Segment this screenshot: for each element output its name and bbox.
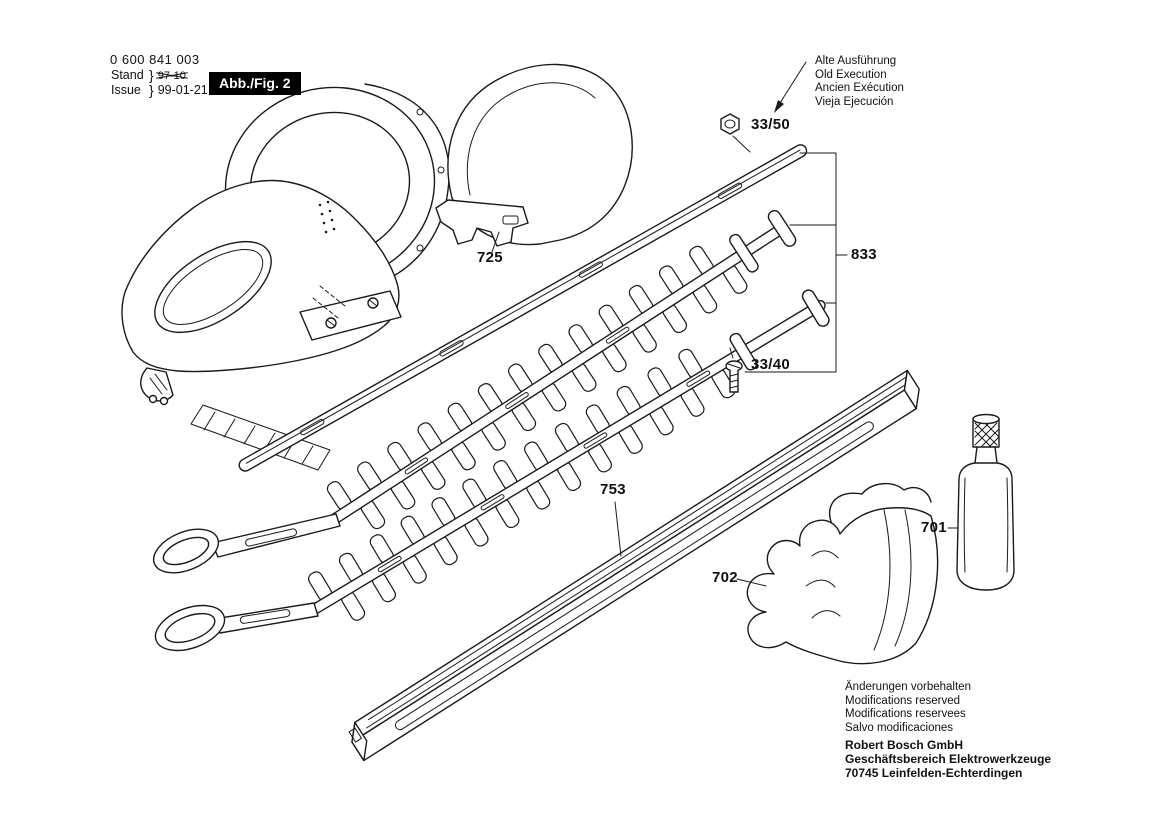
stand-old-issue: 97-10: [157, 70, 186, 82]
callout-33-50: 33/50: [751, 116, 791, 133]
note-line-en: Old Execution: [815, 68, 887, 81]
callout-833: 833: [851, 246, 877, 263]
company-city: 70745 Leinfelden-Echterdingen: [845, 766, 1023, 780]
callout-33-40: 33/40: [751, 356, 791, 373]
company-name: Robert Bosch GmbH: [845, 738, 964, 752]
company-division: Geschäftsbereich Elektrowerkzeuge: [845, 752, 1052, 766]
trimmer-body: [121, 179, 402, 471]
stand-brace: }: [149, 67, 154, 83]
hand-guard: [435, 63, 633, 253]
leader-702: [736, 578, 767, 587]
stand-row: Stand } 97-10: [111, 68, 208, 83]
notice-es: Salvo modificaciones: [845, 721, 954, 734]
oil-bottle: [956, 413, 1015, 591]
bracket-833: [744, 152, 848, 373]
footer-block: Änderungen vorbehalten Modifications res…: [845, 681, 1051, 780]
note-line-de: Alte Ausführung: [815, 55, 897, 67]
note-line-es: Vieja Ejecución: [815, 95, 894, 108]
callout-753: 753: [600, 481, 626, 498]
stand-label: Stand: [111, 68, 144, 82]
notice-de: Änderungen vorbehalten: [845, 681, 971, 693]
callout-702: 702: [712, 569, 738, 586]
gloves: [746, 483, 939, 665]
old-execution-arrow: [774, 61, 807, 113]
issue-label: Issue: [111, 83, 141, 97]
blade-guide-rail: [238, 144, 808, 472]
blade-handle-lower: [154, 602, 319, 652]
leader-753: [614, 501, 622, 557]
vent-dots: [318, 200, 336, 234]
callout-701: 701: [921, 519, 947, 536]
callout-725: 725: [477, 249, 503, 266]
part-number: 0 600 841 003: [110, 52, 200, 67]
blade-guard-bar: [348, 369, 920, 762]
notice-en: Modifications reserved: [845, 694, 961, 707]
issue-date: 99-01-21: [157, 83, 208, 97]
old-execution-note: Alte Ausführung Old Execution Ancien Exé…: [815, 55, 904, 109]
notice-fr: Modifications reservees: [845, 708, 966, 720]
issue-row: Issue } 99-01-21: [111, 83, 208, 97]
nut: [720, 113, 751, 153]
issue-brace: }: [149, 82, 154, 98]
figure-badge: Abb./Fig. 2: [209, 72, 301, 95]
screw: [725, 347, 743, 393]
blade-handle-upper: [152, 513, 341, 574]
note-line-fr: Ancien Exécution: [815, 82, 904, 94]
